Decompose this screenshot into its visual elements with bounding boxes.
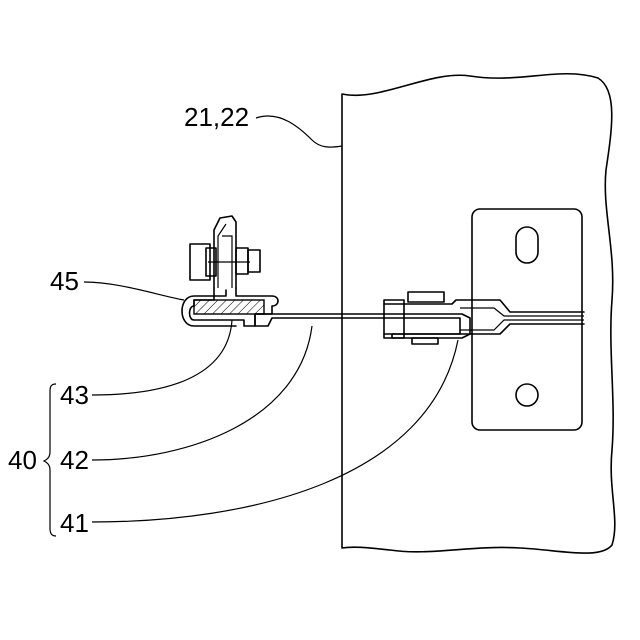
label-45: 45 [50, 266, 79, 296]
bolt-clip [214, 216, 236, 288]
label-panel: 21,22 [184, 102, 249, 132]
label-42: 42 [60, 445, 89, 475]
label-43: 43 [60, 380, 89, 410]
part-43-hatched [194, 300, 264, 314]
leader-41 [92, 340, 458, 522]
brace-40 [44, 384, 56, 536]
label-41: 41 [60, 508, 89, 538]
hinge-strap [384, 300, 584, 334]
knuckle-cap-top [408, 292, 444, 302]
hinge-knuckle [384, 300, 404, 338]
leader-panel [256, 116, 342, 147]
bolt-shaft [236, 248, 248, 274]
label-40: 40 [8, 445, 37, 475]
nut-left [190, 244, 210, 280]
leader-43 [92, 320, 232, 395]
leader-42 [92, 326, 312, 460]
bolt-clip-inner [218, 224, 232, 288]
plate-round-hole [516, 384, 538, 406]
leader-45 [84, 282, 184, 300]
plate-slot-hole [516, 227, 538, 263]
bolt-head [248, 250, 260, 272]
knuckle-cap-bottom [412, 338, 438, 344]
